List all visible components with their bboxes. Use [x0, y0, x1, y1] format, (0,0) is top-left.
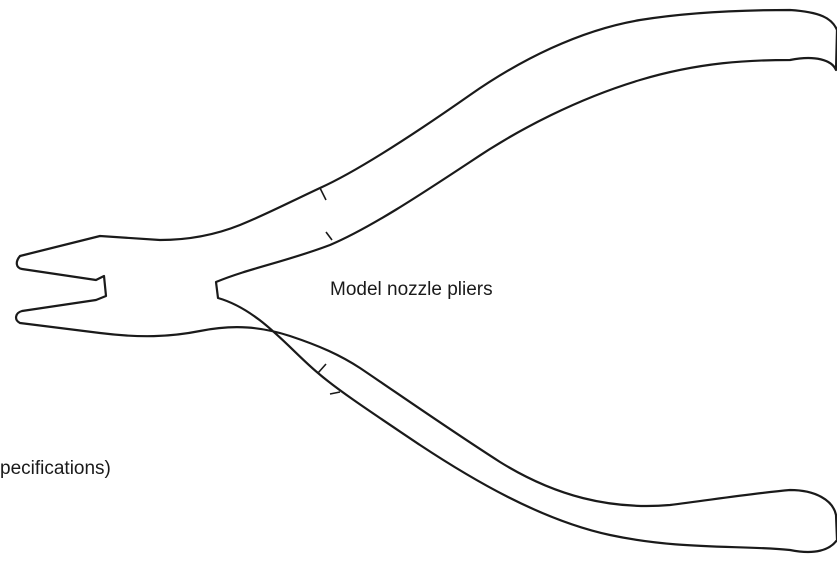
pliers-handle-joint-upper [319, 187, 333, 241]
specifications-label: pecifications) [0, 458, 111, 479]
pliers-handle-joint-lower [317, 363, 341, 395]
pliers-label: Model nozzle pliers [330, 279, 493, 300]
pliers-outline [15, 8, 837, 554]
